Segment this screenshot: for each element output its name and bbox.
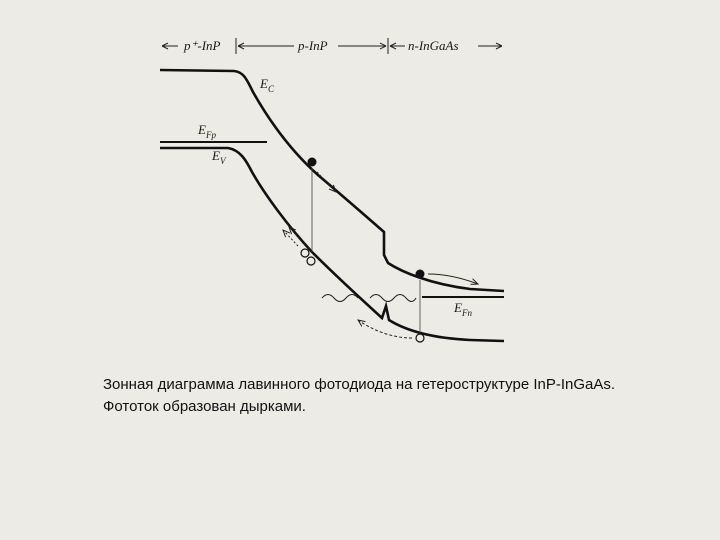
region-dimension-lines — [161, 38, 503, 54]
region-label-p-plus-inp: p⁺-InP — [183, 38, 221, 53]
electron-drift-arrow-2 — [427, 273, 478, 284]
electron-drift-arrow-1 — [316, 171, 336, 192]
region-label-n-ingaas: n-InGaAs — [408, 38, 459, 53]
figure-caption: Зонная диаграмма лавинного фотодиода на … — [103, 376, 616, 415]
conduction-band-edge — [159, 68, 505, 293]
hole-circle-1 — [300, 248, 310, 258]
efn-label: EFn — [453, 300, 472, 318]
ec-label: EC — [259, 76, 275, 94]
region-label-p-inp: p-InP — [297, 38, 328, 53]
hole-drift-arrow-3 — [358, 320, 413, 339]
valence-band-edge — [160, 146, 505, 343]
hole-circle-3 — [415, 333, 425, 343]
electron-dot-2 — [415, 269, 425, 279]
efp-label: EFp — [197, 122, 216, 140]
photon-wave — [321, 294, 417, 302]
electron-dot-1 — [307, 157, 317, 167]
ev-label: EV — [211, 148, 227, 166]
band-diagram: p⁺-InP p-InP n-InGaAs EC EFp EV EFn — [159, 38, 505, 343]
hole-circle-2 — [306, 256, 316, 266]
